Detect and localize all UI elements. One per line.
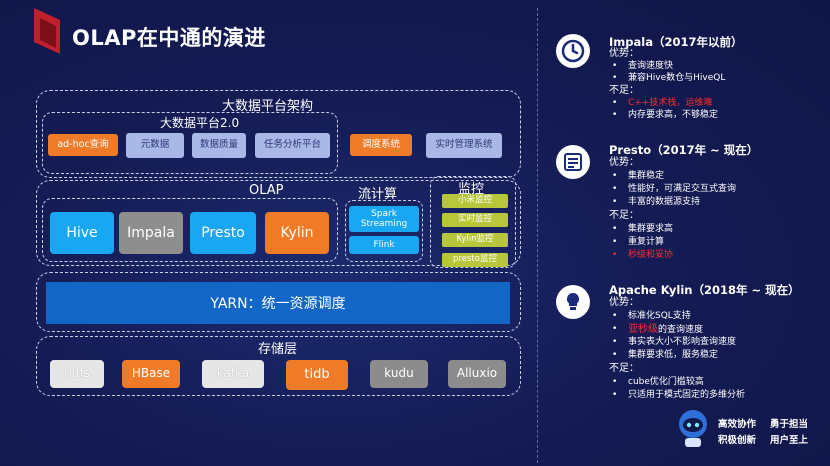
kylin-pro-red: 亚秒级: [628, 324, 658, 335]
stream-box: [345, 200, 423, 262]
metadata-chip: 元数据: [126, 133, 184, 158]
impala-pro-2: 兼容Hive数仓与HiveQL: [612, 73, 725, 84]
xiaomi-monitor-chip: 小米监控: [442, 194, 508, 208]
stream-label: 流计算: [358, 187, 398, 202]
panel-divider: [537, 8, 538, 463]
kylin-monitor-chip: Kylin监控: [442, 233, 508, 247]
monitor-label: 监控: [458, 182, 485, 197]
kylin-pro-3: 事实表大小不影响查询速度: [612, 337, 736, 348]
impala-con-2: 内存要求高，不够稳定: [612, 110, 718, 121]
presto-con-2: 重复计算: [612, 237, 664, 248]
lightbulb-icon: [556, 285, 590, 319]
task-analysis-chip: 任务分析平台: [255, 133, 330, 158]
kylin-pro-red-suffix: 的查询速度: [658, 325, 704, 335]
hive-chip: Hive: [50, 212, 114, 254]
architecture-label: 大数据平台架构: [222, 99, 314, 114]
impala-chip: Impala: [119, 212, 183, 254]
platform-label: 大数据平台2.0: [160, 116, 240, 130]
alluxio-chip: Alluxio: [448, 360, 506, 388]
tidb-chip: tidb: [286, 360, 348, 390]
olap-box: [42, 198, 338, 262]
spark-streaming-chip: Spark Streaming: [349, 206, 419, 232]
realtime-monitor-chip: 实时监控: [442, 213, 508, 227]
kylin-cons-label: 不足：: [609, 363, 639, 374]
platform-box: [42, 112, 338, 174]
flink-chip: Flink: [349, 236, 419, 254]
presto-pros-label: 优势：: [609, 157, 639, 168]
storage-label: 存储层: [258, 342, 298, 357]
presto-con-1: 集群要求高: [612, 224, 673, 235]
robot-mascot-icon: [679, 410, 707, 447]
impala-con-1: C++技术栈，运维难: [612, 98, 713, 109]
storage-box: [36, 336, 521, 396]
hbase-chip: HBase: [122, 360, 180, 388]
presto-chip: Presto: [190, 212, 256, 254]
presto-pro-1: 集群稳定: [612, 171, 664, 182]
document-icon: [556, 145, 590, 179]
impala-title: Impala（2017年以前）: [609, 35, 743, 49]
presto-cons-label: 不足：: [609, 210, 639, 221]
presto-con-3: 秒级和妥协: [612, 250, 673, 261]
realtime-mgmt-chip: 实时管理系统: [426, 133, 502, 158]
kylin-con-1: cube优化门槛较高: [612, 377, 704, 388]
kylin-chip: Kylin: [265, 212, 329, 254]
presto-title: Presto（2017年 ~ 现在）: [609, 143, 759, 157]
kylin-pro-4: 集群要求低，服务稳定: [612, 350, 718, 361]
clock-icon: [556, 34, 590, 68]
slogan-2: 勇于担当: [770, 419, 809, 430]
data-quality-chip: 数据质量: [192, 133, 246, 158]
presto-pro-3: 丰富的数据源支持: [612, 197, 700, 208]
page-title: OLAP在中通的演进: [72, 26, 266, 50]
yarn-bar: YARN：统一资源调度: [46, 282, 510, 324]
kylin-title: Apache Kylin（2018年 ~ 现在）: [609, 283, 800, 297]
brand-logo-icon: [34, 8, 60, 54]
presto-monitor-chip: presto监控: [442, 253, 508, 267]
kylin-pro-2: 亚秒级的查询速度: [612, 324, 704, 336]
olap-label: OLAP: [249, 183, 284, 198]
impala-con-red: C++技术栈，运维难: [628, 98, 713, 108]
yarn-box: [36, 272, 521, 332]
kylin-con-2: 只适用于模式固定的多维分析: [612, 390, 745, 401]
kudu-chip: kudu: [370, 360, 428, 388]
slogan-1: 高效协作: [718, 419, 757, 430]
compute-box: [36, 180, 521, 266]
slogan-4: 用户至上: [770, 435, 809, 446]
architecture-box: [36, 90, 521, 178]
monitor-box: [430, 176, 516, 268]
impala-pros-label: 优势：: [609, 48, 639, 59]
impala-cons-label: 不足：: [609, 85, 639, 96]
kylin-pros-label: 优势：: [609, 297, 639, 308]
presto-pro-2: 性能好，可满足交互式查询: [612, 184, 736, 195]
impala-pro-1: 查询速度快: [612, 61, 673, 72]
hdfs-chip: hdfs: [50, 360, 104, 388]
kafka-chip: kafka: [202, 360, 264, 388]
kylin-pro-1: 标准化SQL支持: [612, 311, 691, 322]
adhoc-query-chip: ad-hoc查询: [48, 134, 118, 156]
slogan-3: 积极创新: [718, 435, 757, 446]
scheduler-chip: 调度系统: [350, 134, 412, 156]
